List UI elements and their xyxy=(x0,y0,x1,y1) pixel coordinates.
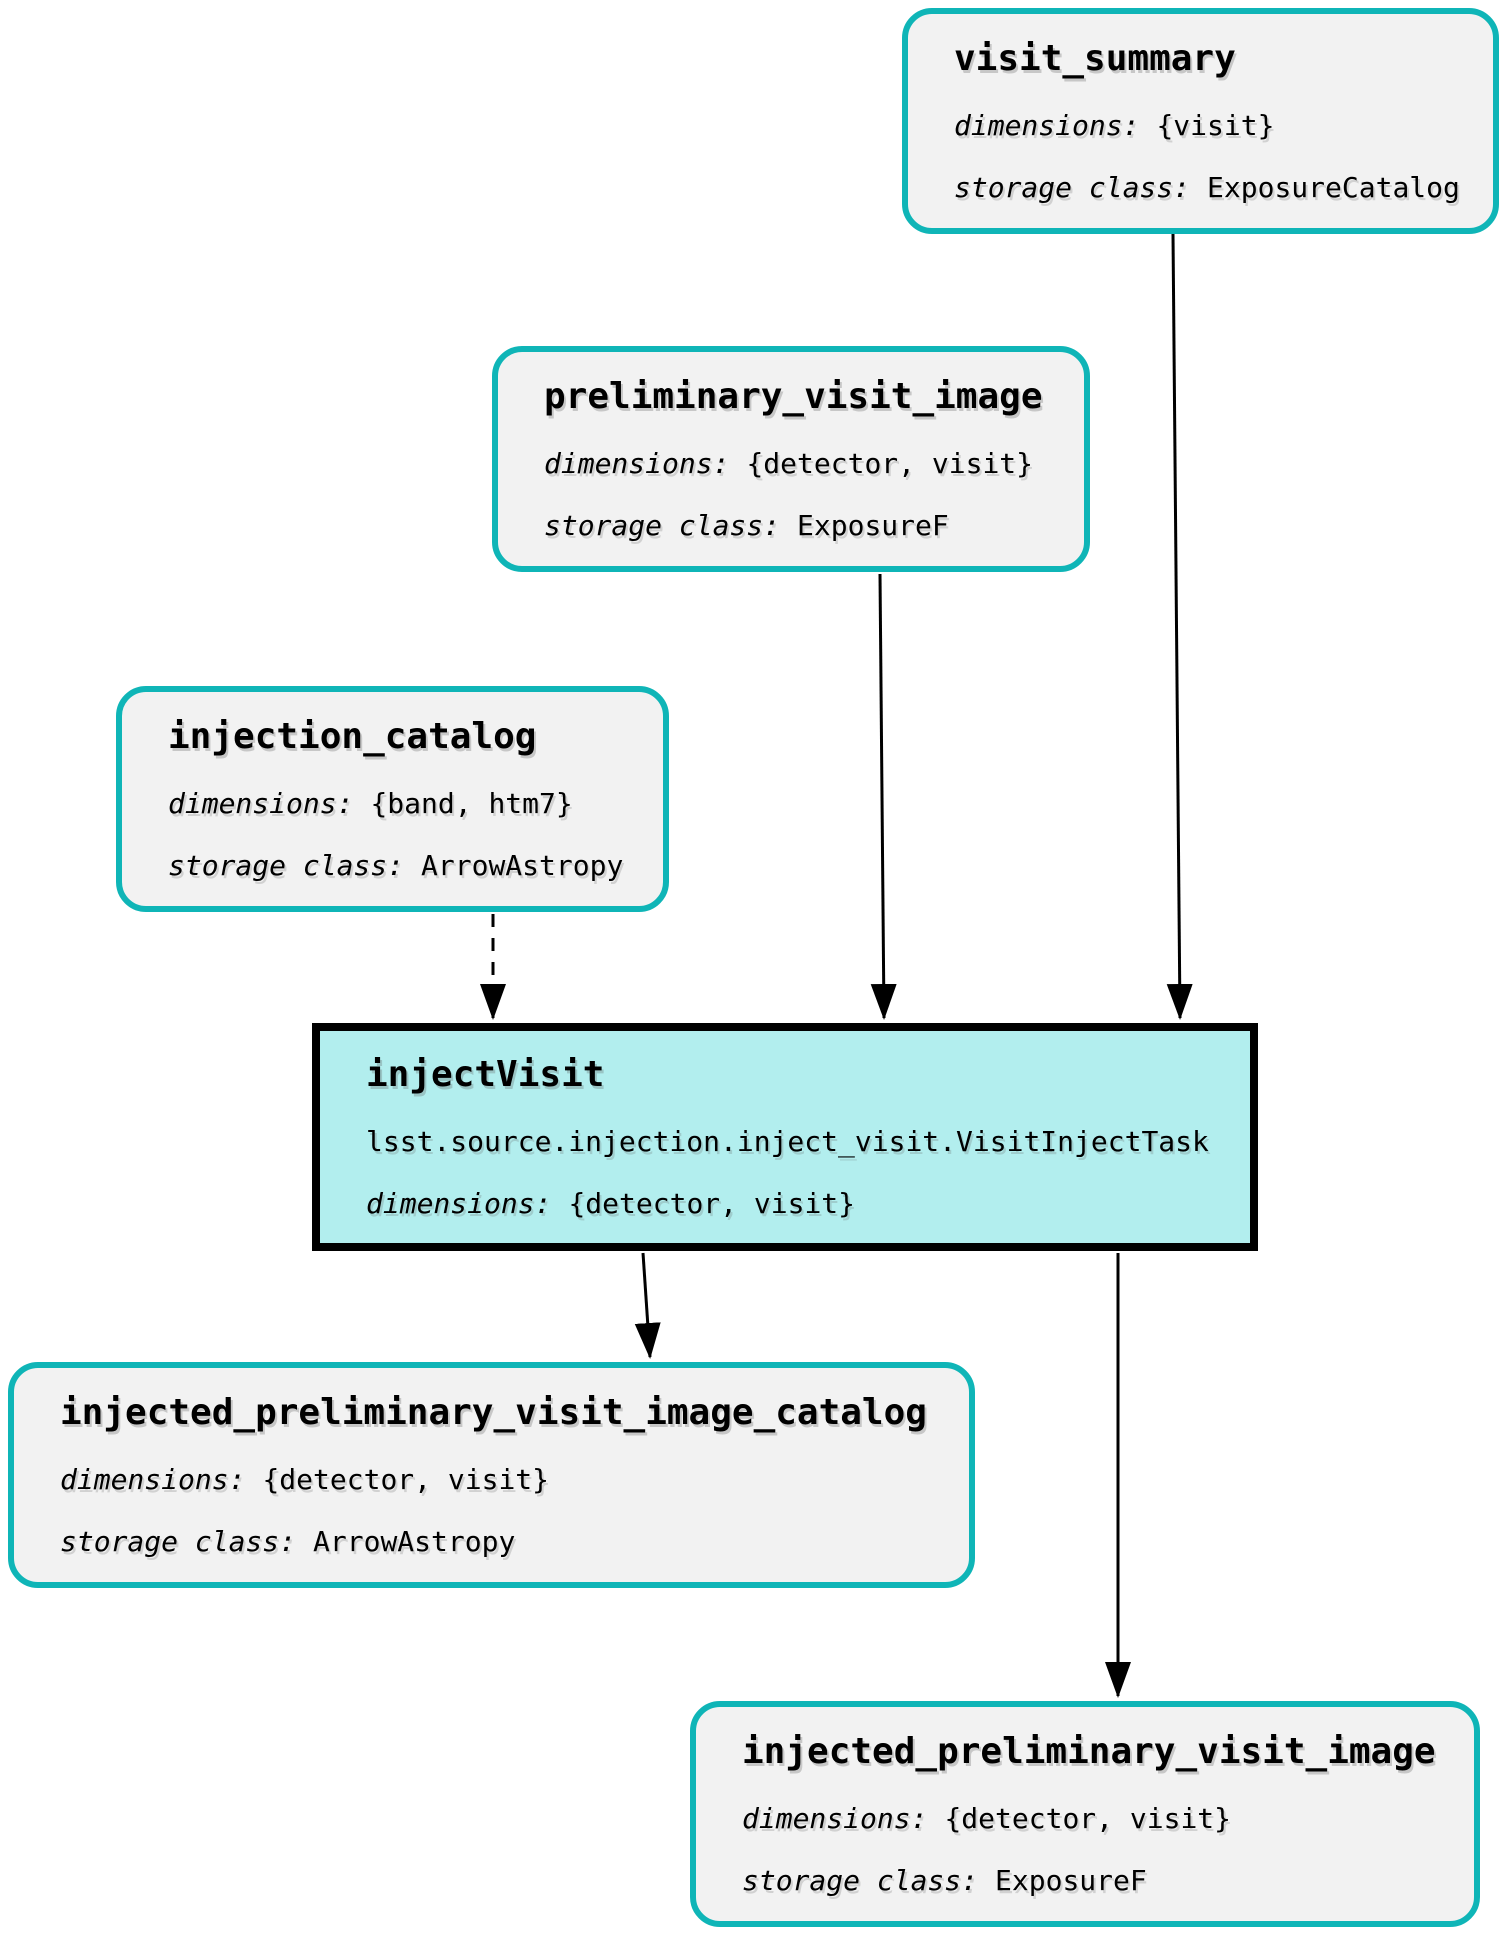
storage-class-value: ExposureF xyxy=(797,509,949,542)
dimensions-value: {detector, visit} xyxy=(262,1463,550,1496)
task-class-value: lsst.source.injection.inject_visit.Visit… xyxy=(366,1125,1209,1158)
node-injected-preliminary-visit-image-catalog: injected_preliminary_visit_image_catalog… xyxy=(8,1362,975,1588)
dimensions-row: dimensions: {detector, visit} xyxy=(544,446,1038,482)
dimensions-row: dimensions: {band, htm7} xyxy=(168,786,617,822)
dimensions-label: dimensions: xyxy=(742,1802,928,1835)
dimensions-row: dimensions: {visit} xyxy=(954,108,1447,144)
node-injected-preliminary-visit-image: injected_preliminary_visit_image dimensi… xyxy=(690,1701,1480,1927)
dimensions-label: dimensions: xyxy=(60,1463,246,1496)
dimensions-label: dimensions: xyxy=(168,787,354,820)
edge-preliminary-visit-image-to-injectvisit xyxy=(870,573,897,1020)
dimensions-value: {detector, visit} xyxy=(944,1802,1232,1835)
storage-class-value: ArrowAstropy xyxy=(421,849,624,882)
node-injection-catalog: injection_catalog dimensions: {band, htm7… xyxy=(116,686,669,912)
dimensions-label: dimensions: xyxy=(544,447,730,480)
storage-class-label: storage class: xyxy=(954,171,1191,204)
task-class-row: lsst.source.injection.inject_visit.Visit… xyxy=(366,1124,1209,1160)
node-title: injected_preliminary_visit_image xyxy=(742,1731,1436,1772)
storage-class-label: storage class: xyxy=(742,1864,979,1897)
storage-class-row: storage class: ExposureCatalog xyxy=(954,170,1460,206)
node-title: injection_catalog xyxy=(168,716,537,757)
node-injectvisit-task: injectVisit lsst.source.injection.inject… xyxy=(312,1023,1258,1251)
dimensions-row: dimensions: {detector, visit} xyxy=(366,1186,1204,1222)
storage-class-value: ExposureF xyxy=(995,1864,1147,1897)
dimensions-value: {visit} xyxy=(1156,109,1275,142)
dimensions-row: dimensions: {detector, visit} xyxy=(60,1462,923,1498)
storage-class-row: storage class: ExposureF xyxy=(742,1863,1428,1899)
node-title: injectVisit xyxy=(366,1054,605,1095)
storage-class-label: storage class: xyxy=(168,849,405,882)
dimensions-label: dimensions: xyxy=(366,1187,552,1220)
storage-class-value: ArrowAstropy xyxy=(313,1525,516,1558)
storage-class-label: storage class: xyxy=(544,509,781,542)
dimensions-row: dimensions: {detector, visit} xyxy=(742,1801,1428,1837)
edge-visit-summary-to-injectvisit xyxy=(1166,233,1193,1020)
node-title: visit_summary xyxy=(954,38,1236,79)
storage-class-value: ExposureCatalog xyxy=(1207,171,1460,204)
dimensions-label: dimensions: xyxy=(954,109,1140,142)
node-preliminary-visit-image: preliminary_visit_image dimensions: {dete… xyxy=(492,346,1090,572)
storage-class-row: storage class: ArrowAstropy xyxy=(60,1524,923,1560)
node-title: preliminary_visit_image xyxy=(544,376,1043,417)
dimensions-value: {detector, visit} xyxy=(746,447,1034,480)
node-title: injected_preliminary_visit_image_catalog xyxy=(60,1392,927,1433)
node-visit-summary: visit_summary dimensions: {visit} storage… xyxy=(902,8,1499,234)
dimensions-value: {band, htm7} xyxy=(370,787,573,820)
storage-class-row: storage class: ArrowAstropy xyxy=(168,848,623,884)
dimensions-value: {detector, visit} xyxy=(568,1187,856,1220)
storage-class-label: storage class: xyxy=(60,1525,297,1558)
edge-injectvisit-to-injected-preliminary-visit-image-catalog xyxy=(634,1252,661,1359)
storage-class-row: storage class: ExposureF xyxy=(544,508,1038,544)
